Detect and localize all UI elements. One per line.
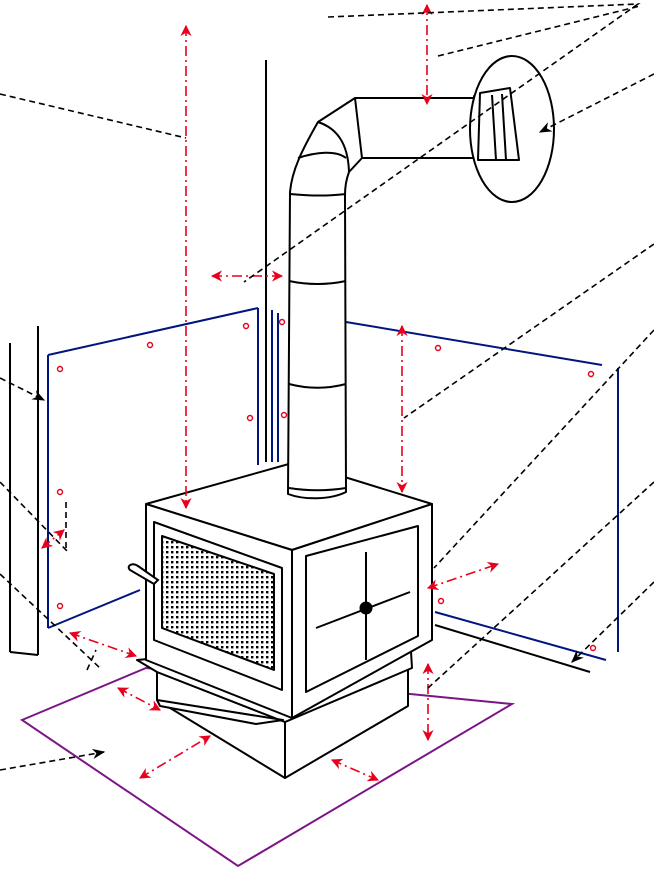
clearance-dimensions <box>41 3 500 782</box>
chimney-connector <box>287 55 555 500</box>
floor-protector <box>19 666 516 868</box>
chimney-connector-seams <box>288 93 507 492</box>
side-vent-panel <box>305 525 419 693</box>
stove-door-grille <box>153 521 283 691</box>
leader-arrows <box>0 73 654 771</box>
shield-fasteners <box>56 318 597 652</box>
wall-lines <box>9 60 591 673</box>
leader-lines <box>0 3 654 689</box>
stand-leader <box>86 649 97 671</box>
stove-handle <box>127 563 160 586</box>
